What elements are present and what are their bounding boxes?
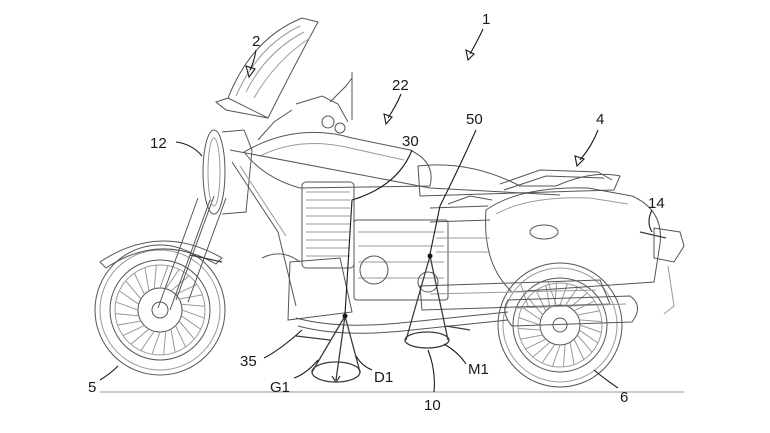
ref-label-22: 22: [392, 77, 409, 94]
headlight: [202, 129, 253, 215]
ref-label-G1: G1: [270, 379, 290, 396]
wheel-spoke: [562, 344, 566, 367]
wheel-spoke: [518, 327, 541, 331]
wheel-spoke: [579, 329, 599, 344]
wheel-spoke: [573, 338, 585, 360]
front-fork: [157, 195, 227, 311]
wheel-spoke: [125, 280, 142, 300]
front-wheel: [94, 244, 226, 376]
wheel-spoke: [532, 341, 551, 358]
wheel-spoke: [521, 306, 541, 321]
wheel-spoke: [552, 344, 561, 367]
wheel-spoke: [579, 319, 602, 323]
wheel-spoke: [579, 324, 602, 333]
ref-label-4: 4: [596, 111, 604, 128]
ref-label-M1: M1: [468, 361, 489, 378]
wheel-spoke: [122, 325, 145, 337]
wheel-spoke: [159, 265, 169, 289]
ref-label-50: 50: [466, 111, 483, 128]
ref-label-35: 35: [240, 353, 257, 370]
wheel-spoke: [520, 334, 543, 340]
ref-label-D1: D1: [374, 369, 393, 386]
seat: [417, 164, 621, 197]
wheel-spoke: [175, 325, 187, 348]
side-bag: [485, 187, 667, 293]
wheel-spoke: [115, 313, 139, 317]
luggage-rack: [499, 169, 613, 191]
ref-label-14: 14: [648, 195, 665, 212]
leader-lines: [99, 28, 653, 393]
wheel-spoke: [559, 283, 568, 306]
front-fender: [99, 240, 223, 269]
ref-label-2: 2: [252, 33, 260, 50]
wheel-spoke: [119, 290, 140, 305]
wheel-spoke: [140, 330, 155, 351]
wheel-spoke: [178, 320, 195, 340]
wheel-spoke: [170, 328, 176, 353]
wheel-spoke: [180, 315, 201, 330]
wheel-spoke: [577, 310, 600, 316]
wheel-spoke: [153, 265, 157, 289]
wheel-spoke: [163, 331, 167, 355]
wheel-spoke: [181, 303, 205, 307]
sensor-cone-50: [404, 253, 450, 349]
taillight: [653, 227, 685, 263]
wheel-spoke: [130, 328, 150, 345]
wheel-spoke: [144, 267, 150, 292]
windshield: [214, 17, 319, 119]
ref-label-12: 12: [150, 135, 167, 152]
footpeg: [295, 335, 331, 341]
wheel-spoke: [535, 290, 547, 312]
wheel-spoke: [545, 285, 551, 308]
ref-label-30: 30: [402, 133, 419, 150]
ref-label-10: 10: [424, 397, 441, 414]
wheel-spoke: [115, 301, 139, 311]
wheel-spoke: [525, 338, 547, 350]
wheel-spoke: [569, 342, 575, 365]
wheel-spoke: [518, 317, 541, 326]
handlebar: [257, 72, 353, 141]
wheel-spoke: [541, 344, 556, 364]
ref-label-5: 5: [88, 379, 96, 396]
wheel-spoke: [576, 334, 593, 353]
wheel-spoke: [117, 320, 142, 326]
sensor-cone-30: [311, 313, 361, 384]
wheel-spoke: [178, 294, 203, 300]
ref-label-6: 6: [620, 389, 628, 406]
wheel-spoke: [151, 331, 161, 355]
wheel-spoke: [181, 309, 205, 319]
wheel-spoke: [133, 272, 145, 295]
engine: [261, 181, 449, 321]
wheel-spoke: [165, 269, 180, 290]
rear-frame: [429, 195, 493, 253]
ref-label-1: 1: [482, 11, 490, 28]
fuel-tank: [243, 131, 432, 189]
swingarm: [419, 279, 611, 311]
exhaust-muffler: [295, 295, 638, 334]
